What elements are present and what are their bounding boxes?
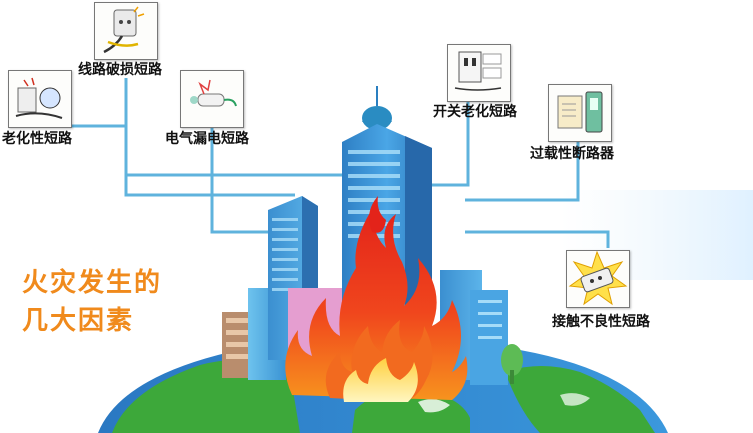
tree [501,344,523,384]
card-bad-contact [566,250,630,308]
card-line-damage [94,2,158,60]
title-line-1: 火灾发生的 [22,268,163,298]
factor-label-bad-contact: 接触不良性短路 [552,314,650,330]
connector-lines [40,78,610,248]
factor-label-line-damage: 线路破损短路 [78,62,162,78]
card-leakage [180,70,244,128]
factor-label-aging: 老化性短路 [2,131,72,147]
factor-label-switch-aging: 开关老化短路 [433,104,517,120]
card-aging [8,70,72,128]
factor-label-overload: 过载性断路器 [530,146,614,162]
fire-flames [285,196,468,402]
card-switch-aging [447,44,511,102]
factor-label-leakage: 电气漏电短路 [165,131,249,147]
card-overload [548,84,612,142]
title-line-2: 几大因素 [22,306,135,336]
